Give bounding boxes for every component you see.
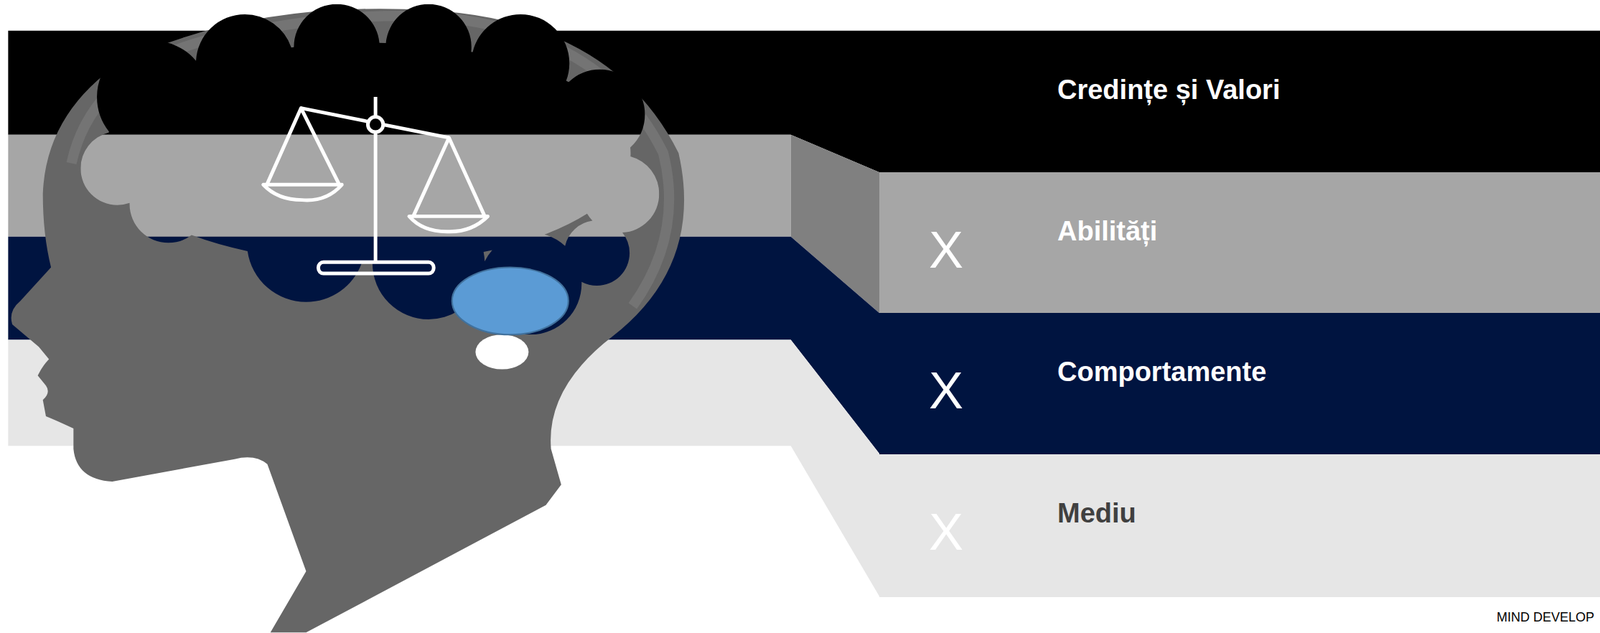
amygdala-ellipse bbox=[452, 267, 569, 335]
cross-mark: X bbox=[928, 364, 964, 417]
layer-band: X Mediu bbox=[879, 454, 1600, 598]
brain bbox=[61, 0, 694, 359]
layer-title: Comportamente bbox=[1057, 357, 1267, 388]
layer-title: Credințe și Valori bbox=[1057, 75, 1280, 106]
layer-band: X Comportamente bbox=[879, 312, 1600, 455]
layer-band: Credințe și Valori bbox=[879, 30, 1600, 173]
cross-mark: X bbox=[928, 506, 964, 558]
footer-brand: MIND DEVELOP bbox=[1496, 610, 1595, 626]
scales-icon bbox=[263, 96, 489, 274]
layer-band: X Abilități bbox=[879, 172, 1600, 313]
cross-mark: X bbox=[928, 223, 964, 276]
layer-title: Abilități bbox=[1057, 216, 1158, 247]
layer-title: Mediu bbox=[1057, 498, 1137, 530]
cerebellum bbox=[475, 334, 529, 369]
